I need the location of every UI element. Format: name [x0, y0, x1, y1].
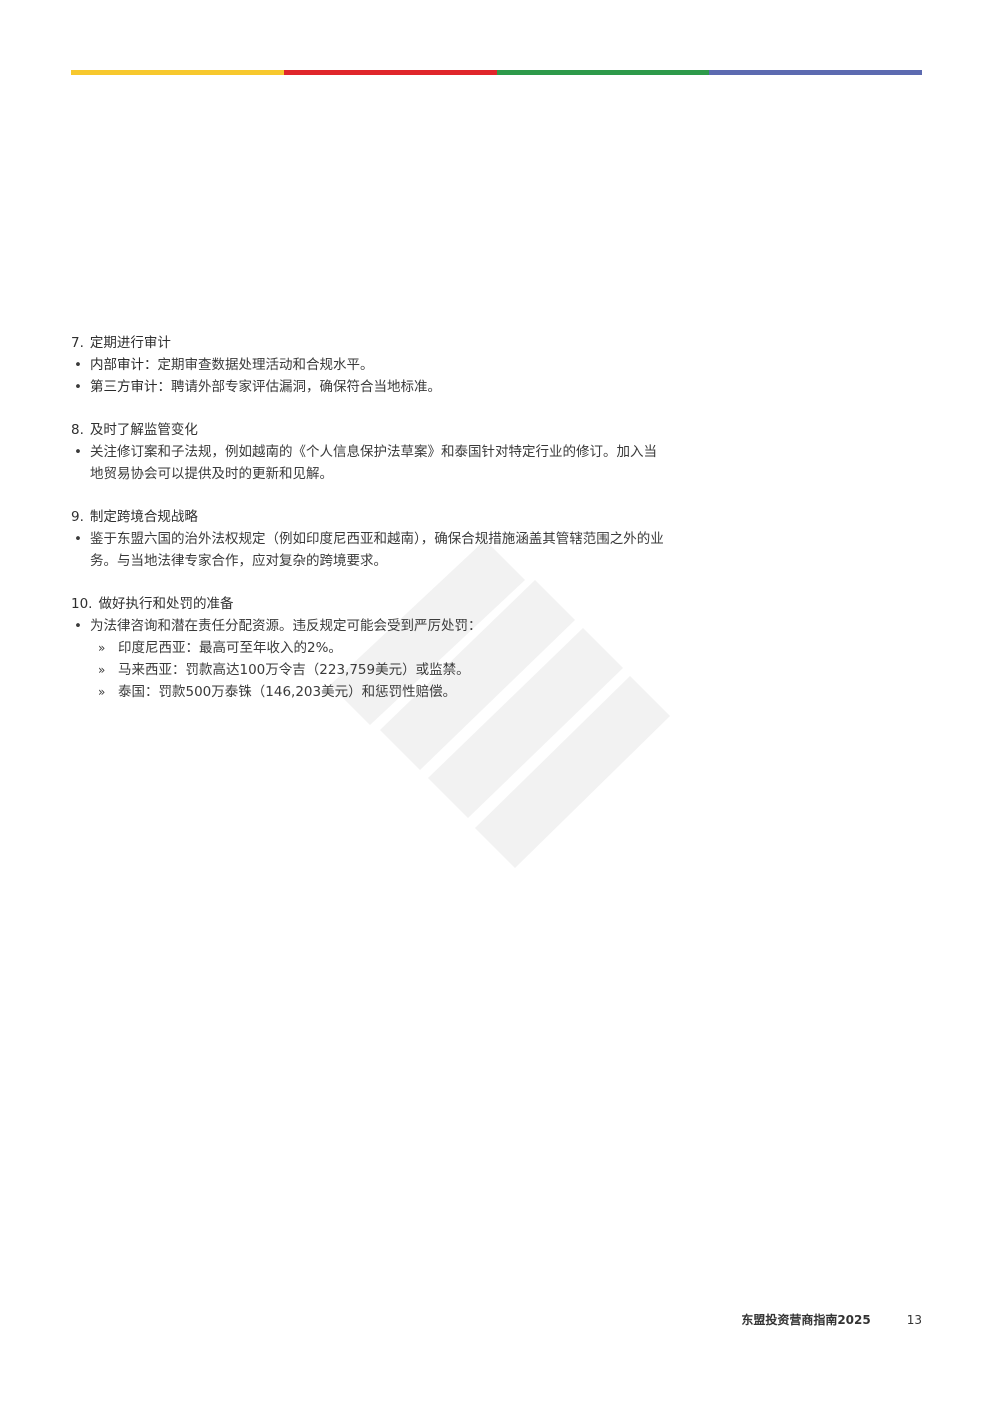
bullet-icon: •	[74, 444, 82, 460]
section-number: 8.	[71, 422, 84, 438]
list-item-body: 鉴于东盟六国的治外法权规定（例如印度尼西亚和越南），确保合规措施涵盖其管辖范围之…	[90, 531, 664, 569]
footer-title: 东盟投资营商指南2025	[741, 1313, 871, 1327]
section-audit: 7. 定期进行审计 • 内部审计：定期审查数据处理活动和合规水平。 • 第三方审…	[71, 332, 691, 398]
chevron-double-right-icon: »	[98, 641, 106, 655]
list-item-label: 内部审计：	[90, 357, 158, 373]
document-body: 7. 定期进行审计 • 内部审计：定期审查数据处理活动和合规水平。 • 第三方审…	[71, 332, 691, 724]
bullet-icon: •	[74, 531, 82, 547]
list-item-label: 第三方审计：	[90, 379, 171, 395]
list-item-text: 第三方审计：聘请外部专家评估漏洞，确保符合当地标准。	[90, 376, 691, 398]
list-item-body: 聘请外部专家评估漏洞，确保符合当地标准。	[171, 379, 441, 395]
color-bar-blue	[709, 70, 922, 75]
section-cross-border: 9. 制定跨境合规战略 • 鉴于东盟六国的治外法权规定（例如印度尼西亚和越南），…	[71, 506, 691, 572]
bullet-icon: •	[74, 618, 82, 634]
section-regulatory-changes: 8. 及时了解监管变化 • 关注修订案和子法规，例如越南的《个人信息保护法草案》…	[71, 419, 691, 485]
page-number: 13	[906, 1312, 922, 1327]
bullet-icon: •	[74, 379, 82, 395]
section-heading: 7. 定期进行审计	[71, 332, 691, 354]
list-item-body: 定期审查数据处理活动和合规水平。	[157, 357, 374, 373]
list-item-text: 内部审计：定期审查数据处理活动和合规水平。	[90, 354, 691, 376]
section-number: 7.	[71, 335, 84, 351]
list-item-body: 为法律咨询和潜在责任分配资源。违反规定可能会受到严厉处罚：	[90, 618, 482, 634]
section-heading: 9. 制定跨境合规战略	[71, 506, 691, 528]
page-footer: 东盟投资营商指南2025 13	[600, 1311, 922, 1328]
sub-list-item: » 马来西亚：罚款高达100万令吉（223,759美元）或监禁。	[71, 659, 691, 681]
sub-list-item-text: 印度尼西亚：最高可至年收入的2%。	[118, 640, 342, 656]
top-color-bar	[71, 70, 922, 75]
section-enforcement: 10. 做好执行和处罚的准备 • 为法律咨询和潜在责任分配资源。违反规定可能会受…	[71, 593, 691, 703]
section-number: 9.	[71, 509, 84, 525]
section-title: 及时了解监管变化	[89, 422, 198, 438]
sub-list-item-text: 马来西亚：罚款高达100万令吉（223,759美元）或监禁。	[118, 662, 470, 678]
list-item: • 为法律咨询和潜在责任分配资源。违反规定可能会受到严厉处罚：	[71, 615, 691, 637]
list-item: • 关注修订案和子法规，例如越南的《个人信息保护法草案》和泰国针对特定行业的修订…	[71, 441, 691, 485]
bullet-icon: •	[74, 357, 82, 373]
chevron-double-right-icon: »	[98, 663, 106, 677]
list-item: • 内部审计：定期审查数据处理活动和合规水平。	[71, 354, 691, 376]
section-title: 做好执行和处罚的准备	[98, 596, 234, 612]
sub-list-item: » 泰国：罚款500万泰铢（146,203美元）和惩罚性赔偿。	[71, 681, 691, 703]
color-bar-green	[496, 70, 710, 75]
list-item: • 第三方审计：聘请外部专家评估漏洞，确保符合当地标准。	[71, 376, 691, 398]
sub-list-item: » 印度尼西亚：最高可至年收入的2%。	[71, 637, 691, 659]
chevron-double-right-icon: »	[98, 685, 106, 699]
sub-list-item-text: 泰国：罚款500万泰铢（146,203美元）和惩罚性赔偿。	[118, 684, 457, 700]
color-bar-yellow	[71, 70, 284, 75]
color-bar-red	[283, 70, 497, 75]
list-item: • 鉴于东盟六国的治外法权规定（例如印度尼西亚和越南），确保合规措施涵盖其管辖范…	[71, 528, 691, 572]
section-heading: 8. 及时了解监管变化	[71, 419, 691, 441]
list-item-body: 关注修订案和子法规，例如越南的《个人信息保护法草案》和泰国针对特定行业的修订。加…	[90, 444, 657, 482]
section-title: 制定跨境合规战略	[89, 509, 198, 525]
section-heading: 10. 做好执行和处罚的准备	[71, 593, 691, 615]
section-number: 10.	[71, 596, 93, 612]
section-title: 定期进行审计	[89, 335, 171, 351]
